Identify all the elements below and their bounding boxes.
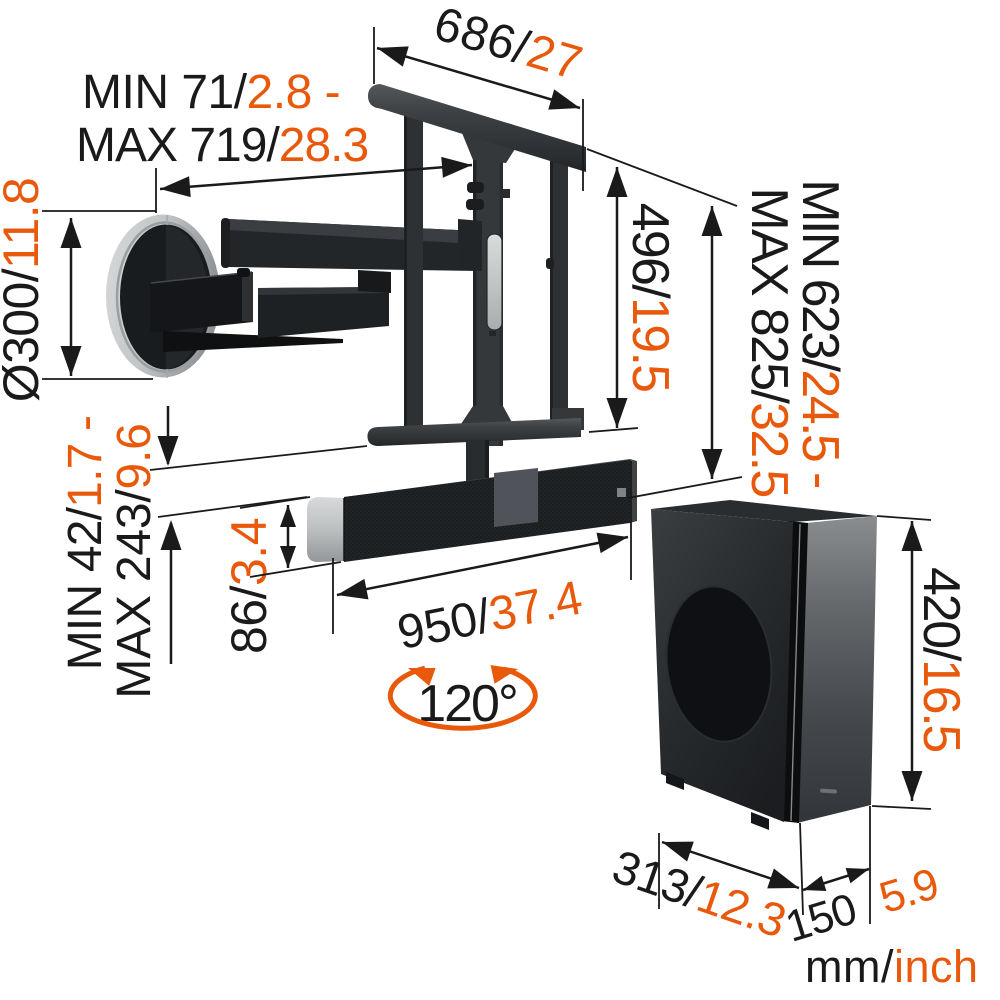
svg-text:MIN 71/2.8 -: MIN 71/2.8 - — [82, 66, 340, 119]
svg-text:420/16.5: 420/16.5 — [912, 567, 970, 751]
svg-text:mm/inch: mm/inch — [805, 941, 979, 992]
svg-text:MIN 42/1.7 -: MIN 42/1.7 - — [59, 416, 112, 671]
svg-text:5.9: 5.9 — [874, 859, 944, 923]
svg-text:Ø300/11.8: Ø300/11.8 — [0, 178, 49, 402]
svg-text:MAX 825/32.5: MAX 825/32.5 — [740, 187, 798, 496]
svg-text:MAX 243/9.6: MAX 243/9.6 — [108, 423, 161, 698]
svg-text:686/27: 686/27 — [428, 0, 588, 91]
svg-text:496/19.5: 496/19.5 — [621, 203, 679, 392]
svg-text:MIN 623/24.5 -: MIN 623/24.5 - — [791, 179, 849, 487]
svg-text:86/3.4: 86/3.4 — [221, 518, 277, 654]
svg-text:MAX 719/28.3: MAX 719/28.3 — [76, 119, 368, 172]
svg-text:950/37.4: 950/37.4 — [393, 572, 587, 661]
